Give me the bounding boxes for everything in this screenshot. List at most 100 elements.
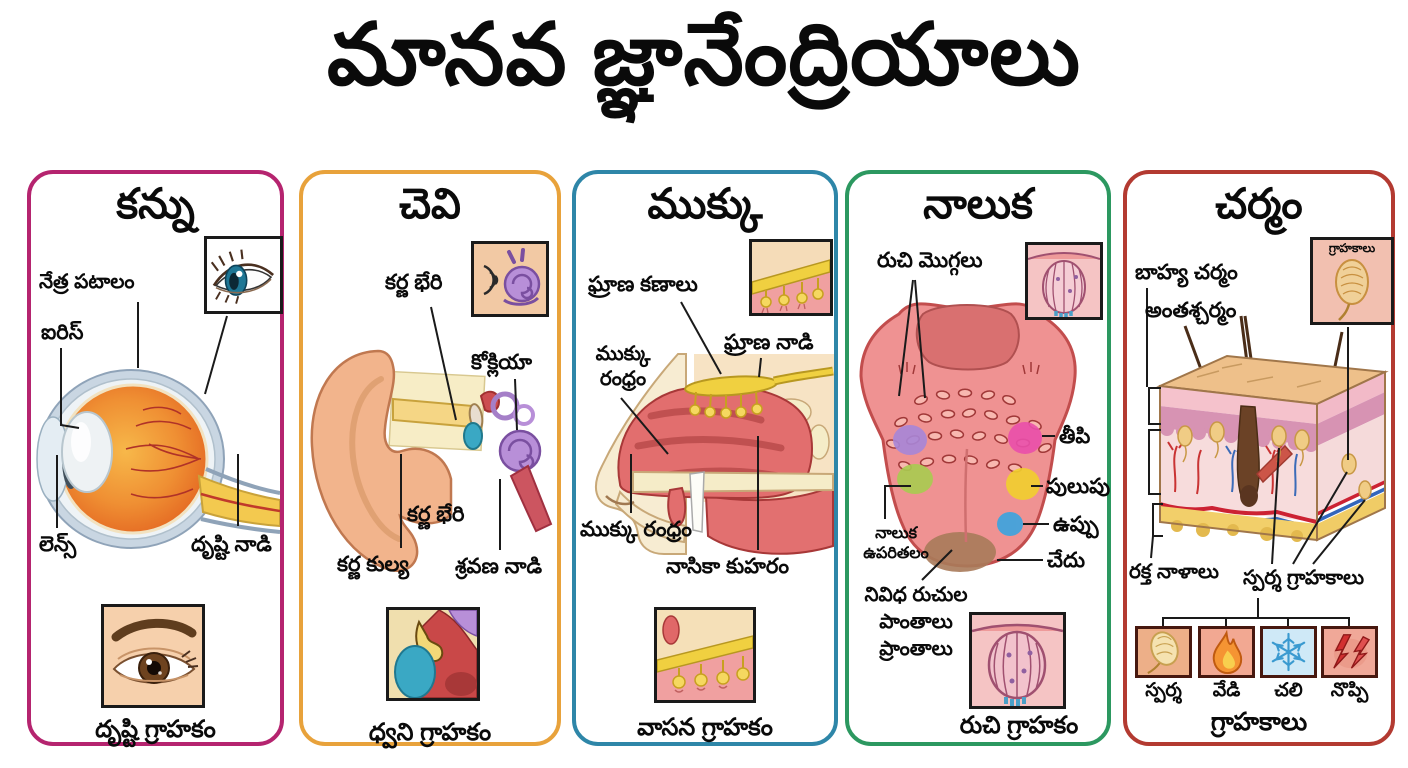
ear-diagram — [310, 306, 553, 572]
smell-receptor-inset — [654, 607, 756, 703]
skin-diagram — [1146, 288, 1389, 626]
panel-eye: కన్ను — [27, 170, 284, 746]
caption-nose: వాసన గ్రాహకం — [637, 714, 773, 741]
sound-waves-icon — [483, 264, 499, 296]
olfactory-cells-closeup — [760, 278, 824, 313]
label-receptor-touch: స్పర్శ — [1145, 680, 1182, 701]
touch-receptor-box — [1135, 626, 1192, 678]
caption-skin: గ్రాహకాలు — [1210, 708, 1308, 736]
label-sour: పులుపు — [1046, 475, 1111, 498]
label-eardrum-lower: కర్ణ భేరి — [407, 503, 465, 526]
touch-receptor-icon — [1147, 631, 1179, 675]
panel-eye-heading: కన్ను — [116, 180, 195, 227]
label-cochlea: కోక్లియా — [471, 351, 533, 374]
eye-closeup-inset — [204, 236, 283, 314]
pain-receptor-box — [1321, 626, 1378, 678]
eye-front-inset — [101, 604, 205, 708]
leader-lines — [884, 279, 1055, 581]
taste-zone-sour — [1006, 468, 1040, 500]
label-olfactory-cells: ఘ్రాణ కణాలు — [588, 273, 698, 296]
label-olfactory-nerve: ఘ్రాణ నాడి — [724, 331, 814, 354]
tongue-illustration — [859, 302, 1077, 572]
leader-lines — [56, 302, 239, 528]
label-bitter: చేదు — [1047, 549, 1086, 572]
eye-diagram — [36, 302, 280, 549]
label-sweet: తీపి — [1059, 425, 1091, 448]
label-eardrum-upper: కర్ణ భేరి — [385, 271, 443, 294]
nose-illustration — [594, 353, 834, 555]
smell-receptor-image — [657, 610, 753, 700]
caption-ear: ధ్వని గ్రాహకం — [368, 719, 492, 746]
leader-lines — [1146, 288, 1366, 626]
cochlea-inset — [471, 241, 549, 317]
label-lens: లెన్స్ — [39, 533, 77, 556]
taste-bud-inset — [1025, 242, 1103, 320]
label-inset-receptors: గ్రాహకాలు — [1328, 241, 1376, 255]
eyeball-illustration — [36, 369, 280, 549]
taste-zone-left-purple — [893, 425, 927, 455]
skin-receptor-inset: గ్రాహకాలు — [1310, 237, 1394, 325]
receptor-cells — [672, 656, 750, 693]
label-dermis: అంతశ్చర్మం — [1145, 299, 1237, 322]
label-nostril-upper: ముక్కు రంధ్రం — [595, 343, 651, 390]
middle-ear-inset — [386, 607, 480, 701]
poster-title: మానవ జ్ఞానేంద్రియాలు — [327, 7, 1081, 103]
olfactory-cells — [689, 391, 763, 419]
panel-tongue: నాలుక — [845, 170, 1111, 746]
label-optic-nerve: దృష్టి నాడి — [191, 533, 272, 556]
hairs — [1183, 315, 1344, 382]
cold-receptor-box — [1260, 626, 1317, 678]
taste-zone-salt — [997, 512, 1023, 536]
heat-receptor-box — [1198, 626, 1255, 678]
label-auditory-nerve: శ్రవణ నాడి — [455, 555, 543, 578]
taste-bud-image — [1028, 245, 1100, 317]
label-salt: ఉప్పు — [1053, 513, 1099, 536]
optic-nerve-shape — [197, 474, 280, 528]
cochlea-sound-image — [474, 244, 546, 314]
panel-ear-heading: చెవి — [399, 180, 461, 227]
olfactory-inset — [749, 239, 833, 316]
palate-shape — [632, 470, 834, 494]
eye-side-view-image — [207, 239, 280, 311]
middle-ear-image — [389, 610, 477, 698]
label-touch-receptors: స్పర్శ గ్రాహకాలు — [1243, 567, 1365, 589]
side-papillae — [898, 362, 1040, 375]
caption-eye: దృష్టి గ్రాహకం — [95, 716, 216, 743]
label-tongue-surface: నాలుక ఉపరితలం — [863, 525, 929, 562]
taste-zone-left-green — [897, 464, 933, 494]
label-receptor-pain: నొప్పి — [1330, 680, 1369, 701]
label-receptor-heat: వేడి — [1212, 680, 1241, 701]
auditory-nerve-shape — [509, 464, 553, 533]
caption-tongue: రుచి గ్రాహకం — [959, 712, 1079, 739]
tongue-diagram — [859, 279, 1077, 581]
eye-front-image — [104, 607, 202, 705]
label-iris: ఐరిస్ — [41, 321, 84, 344]
panel-nose-heading: ముక్కు — [647, 180, 763, 227]
panel-nose: ముక్కు — [572, 170, 838, 746]
label-taste-regions: నివిధ రుచుల పాంతాలు ప్రాంతాలు — [864, 584, 968, 660]
olfactory-cells-image — [752, 242, 830, 313]
label-nostril-lower: ముక్కు రంధ్రం — [580, 518, 692, 541]
panel-tongue-heading: నాలుక — [923, 180, 1033, 227]
skin-receptor-image — [1335, 259, 1369, 321]
label-nasal-cavity: నాసికా కుహరం — [666, 555, 789, 578]
label-receptor-cold: చలి — [1274, 680, 1303, 701]
panel-ear: చెవి — [299, 170, 561, 746]
label-ear-canal: కర్ణ కుల్య — [337, 553, 409, 576]
snowflake-icon — [1271, 632, 1306, 672]
nose-diagram — [594, 301, 834, 555]
taste-zone-bitter — [924, 532, 996, 572]
panel-skin-heading: చర్మం — [1215, 180, 1303, 227]
uvula-shape — [667, 486, 687, 528]
label-retina: నేత్ర పటాలం — [39, 271, 135, 293]
label-epidermis: బాహ్య చర్మం — [1135, 261, 1238, 284]
taste-zone-sweet — [1008, 422, 1042, 454]
panel-skin: చర్మం — [1123, 170, 1395, 746]
ear-illustration — [310, 349, 553, 572]
pain-lightning-icon — [1333, 634, 1371, 669]
flame-icon — [1212, 629, 1243, 675]
taste-bud-bottom-inset — [969, 612, 1066, 709]
label-blood-vessels: రక్త నాళాలు — [1129, 561, 1219, 583]
taste-receptor-image — [972, 615, 1063, 706]
